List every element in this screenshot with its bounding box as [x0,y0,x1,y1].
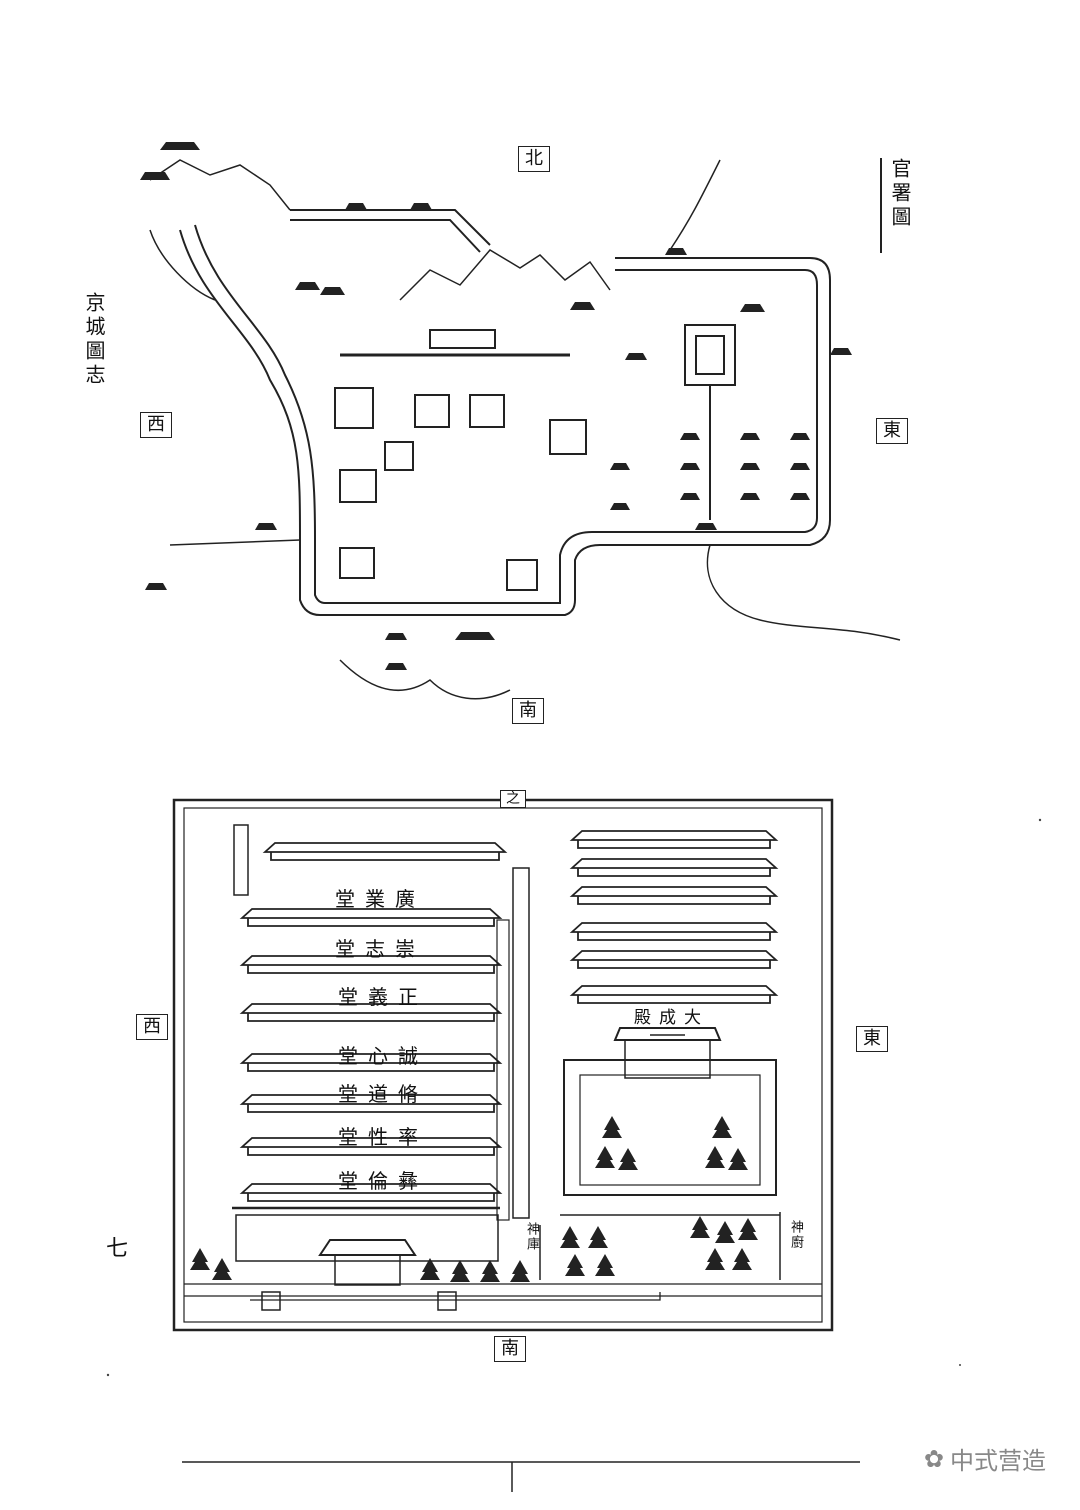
side-building-label: 神庫 [524,1222,539,1252]
hall-roof [569,830,779,849]
bottom-east-label: 東 [856,1026,888,1052]
hall-label: 堂道脩 [338,1082,428,1106]
tree-icon [618,1148,638,1170]
tree-icon [565,1254,585,1276]
tree-icon [595,1254,615,1276]
side-building-label: 神廚 [788,1220,803,1250]
hall-roof [239,1137,503,1156]
bottom-south-label: 南 [494,1336,526,1362]
hall-label: 堂志崇 [335,937,425,961]
hall-roof [239,1094,503,1113]
hall-roof [262,842,508,861]
tree-icon [190,1248,210,1270]
watermark-text: 中式营造 [950,1447,1046,1475]
hall-label: 堂心誠 [338,1044,428,1068]
top-east-label: 東 [876,418,908,444]
hall-roof [569,985,779,1004]
tree-icon [510,1260,530,1282]
city-wall [179,229,831,616]
hall-label: 堂義正 [338,985,428,1009]
hall-roof [239,1183,503,1202]
tree-icon [705,1146,725,1168]
watermark: ✿ 中式营造 [924,1441,1046,1476]
tree-icon [715,1221,735,1243]
tree-icon [738,1218,758,1240]
hall-label: 堂性率 [338,1125,428,1149]
temple-courtyard [563,1059,777,1196]
tree-icon [732,1248,752,1270]
side-title: 京城圖志 [82,292,106,388]
page-number: 七 [102,1236,127,1262]
tree-icon [602,1116,622,1138]
top-west-label: 西 [140,412,172,438]
river-east [706,544,901,641]
top-south-label: 南 [512,698,544,724]
palace-enclosure [684,324,736,386]
tree-icon [560,1226,580,1248]
hall-roof [569,950,779,969]
top-north-label: 北 [518,146,550,172]
bottom-north-label: 之 [500,790,526,808]
hall-roof [569,858,779,877]
wechat-icon: ✿ [923,1444,944,1473]
tree-icon [690,1216,710,1238]
tree-icon [480,1260,500,1282]
hall-roof [569,886,779,905]
hall-roof [569,922,779,941]
hall-roof [239,955,503,974]
tree-icon [420,1258,440,1280]
tree-icon [450,1260,470,1282]
hall-label: 堂倫彝 [338,1169,428,1193]
tree-icon [728,1148,748,1170]
hall-roof [239,1053,503,1072]
tree-icon [212,1258,232,1280]
tree-icon [712,1116,732,1138]
plan-border-outer [172,798,834,1332]
hall-roof [239,908,503,927]
main-hall-label: 殿成大 [634,1008,709,1028]
hall-label: 堂業廣 [335,887,425,911]
tree-icon [595,1146,615,1168]
hall-roof [239,1003,503,1022]
top-map-title: 官署圖 [880,158,915,253]
bottom-west-label: 西 [136,1014,168,1040]
tree-icon [705,1248,725,1270]
tree-icon [588,1226,608,1248]
